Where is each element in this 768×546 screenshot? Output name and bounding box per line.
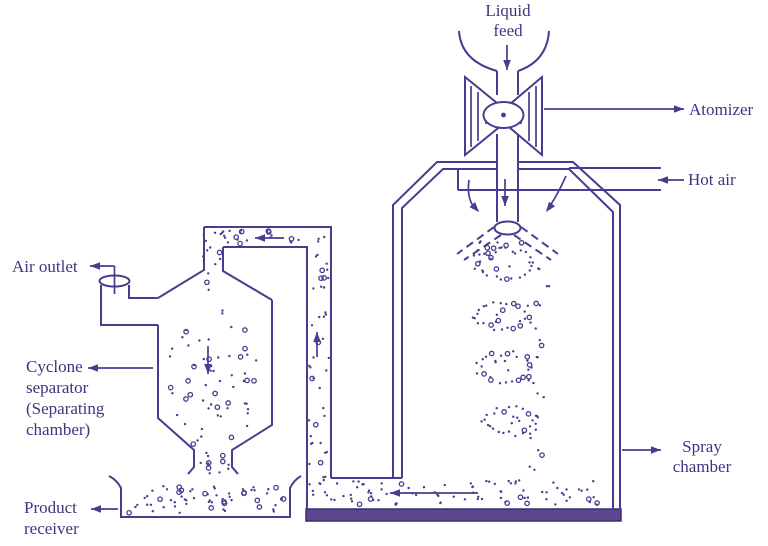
atomizer-left-rotor: [464, 74, 515, 158]
atomizer-windings: [470, 86, 537, 147]
spray-chamber-label: Spray chamber: [660, 437, 744, 477]
liquid-feed-funnel: [458, 30, 550, 72]
particle-dots: [126, 228, 600, 516]
cyclone-label-line1: Cyclone: [26, 357, 83, 376]
spray-chamber-label-line1: Spray: [682, 437, 722, 456]
product-label-line2: receiver: [24, 519, 79, 538]
air-outlet-pipe: [100, 285, 158, 326]
atomizer-label: Atomizer: [689, 100, 754, 119]
spray-nozzle: [493, 220, 522, 236]
atomizer-right-rotor: [494, 74, 543, 158]
spray-chamber-outer-wall: [392, 161, 621, 510]
spray-chamber-inner-wall: [401, 168, 614, 510]
cyclone-label-line2: separator: [26, 378, 89, 397]
liquid-feed-label-line2: feed: [493, 21, 523, 40]
chamber-base-bar: [305, 508, 622, 522]
atomizer-axis-dot: [501, 112, 506, 118]
cyclone-separator-label: Cyclone separator (Separating chamber): [26, 356, 104, 440]
product-label-line1: Product: [24, 498, 77, 517]
liquid-feed-label: Liquid feed: [452, 1, 564, 41]
hot-air-duct: [457, 167, 661, 191]
spray-chamber-label-line2: chamber: [672, 457, 732, 476]
product-receiver-tray: [108, 475, 302, 518]
flow-arrows: [88, 45, 684, 513]
cyclone-label-line3: (Separating: [26, 399, 105, 418]
cyclone-body: [157, 300, 273, 475]
cyclone-neck: [157, 227, 273, 301]
air-outlet-label: Air outlet: [12, 257, 78, 276]
product-receiver-label: Product receiver: [24, 497, 79, 539]
hot-air-label: Hot air: [688, 170, 736, 189]
transfer-duct: [204, 226, 332, 510]
feed-pipe: [496, 71, 519, 222]
liquid-feed-label-line1: Liquid: [485, 1, 531, 20]
cyclone-label-line4: chamber): [26, 420, 91, 439]
